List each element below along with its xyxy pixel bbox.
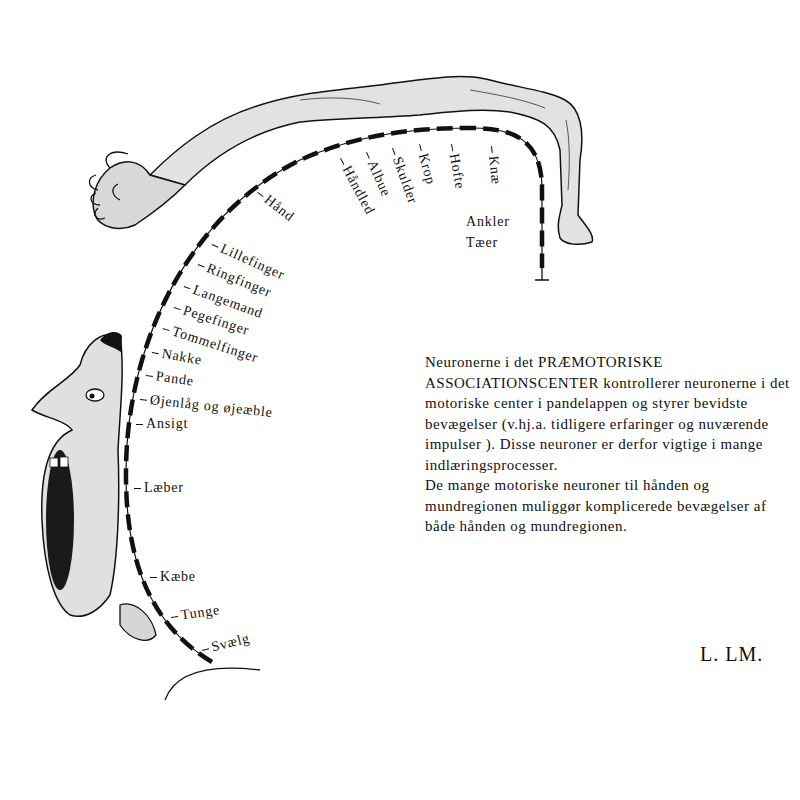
tongue-figure (120, 604, 156, 640)
tick-mark (419, 144, 422, 151)
part-label: Tunge (180, 602, 221, 622)
part-label-group: Svælg (200, 630, 251, 657)
tick-mark (202, 649, 209, 652)
tick-mark (198, 264, 205, 268)
note-text: Neuronerne i det PRÆMOTORISKE ASSOCIATIO… (425, 352, 796, 475)
hair (100, 332, 122, 352)
tick-mark (150, 577, 157, 578)
hand-figure (93, 162, 185, 229)
tick-mark (491, 146, 493, 153)
tick-mark (366, 152, 370, 159)
tick-mark (257, 192, 263, 197)
face-figure (32, 334, 122, 616)
part-label-group: Tæer (466, 235, 498, 251)
tick-mark (171, 616, 178, 618)
part-label: Hofte (447, 152, 468, 190)
arc-end (535, 268, 549, 280)
tick-mark (146, 375, 153, 377)
part-label-group: Læber (134, 480, 184, 496)
part-label: Svælg (210, 630, 251, 654)
tick-mark (451, 144, 453, 151)
part-label: Ankler (466, 214, 510, 229)
part-label: Knæ (486, 155, 504, 185)
eye (86, 389, 104, 401)
tick-mark (140, 399, 147, 401)
part-label: Ansigt (146, 416, 188, 431)
throat-line (165, 668, 260, 700)
part-label: Kæbe (160, 569, 196, 584)
tooth (50, 458, 58, 467)
part-label-group: Pande (145, 367, 195, 390)
pupil (90, 394, 95, 399)
body-figure (150, 77, 593, 245)
part-label-group: Knæ (484, 145, 504, 185)
part-label: Skulder (390, 155, 421, 206)
part-label: Tæer (466, 235, 498, 250)
tick-mark (392, 148, 395, 155)
tick-mark (184, 286, 191, 289)
part-label-group: Hånd (253, 186, 297, 225)
tick-mark (163, 328, 170, 331)
part-label-group: Ansigt (136, 416, 188, 432)
part-label-group: Krop (412, 142, 438, 187)
tick-mark (134, 488, 141, 489)
part-label-group: Tunge (170, 602, 221, 625)
part-label: Nakke (161, 346, 204, 368)
part-label-group: Skulder (385, 145, 420, 206)
open-mouth (46, 450, 74, 590)
part-label-group: Hofte (444, 143, 468, 191)
part-label-group: Nakke (151, 344, 204, 369)
tick-mark (211, 244, 218, 248)
tick-mark (136, 424, 143, 425)
part-label: Pande (155, 368, 195, 388)
finger-lines (89, 152, 128, 219)
part-label: Hånd (262, 192, 298, 224)
tick-mark (340, 158, 344, 165)
part-label-group: Kæbe (150, 569, 196, 585)
part-label: Læber (144, 480, 184, 495)
body-detail (300, 90, 569, 190)
tick-mark (152, 352, 159, 354)
note-text: De mange motoriske neuroner til hånden o… (425, 475, 796, 537)
signature: L. LM. (700, 643, 763, 666)
tick-mark (174, 307, 181, 310)
part-label: Øjenlåg og øjeæble (149, 392, 273, 420)
part-label-group: Ankler (466, 214, 510, 230)
tooth (60, 457, 68, 467)
part-label: Krop (416, 152, 439, 187)
